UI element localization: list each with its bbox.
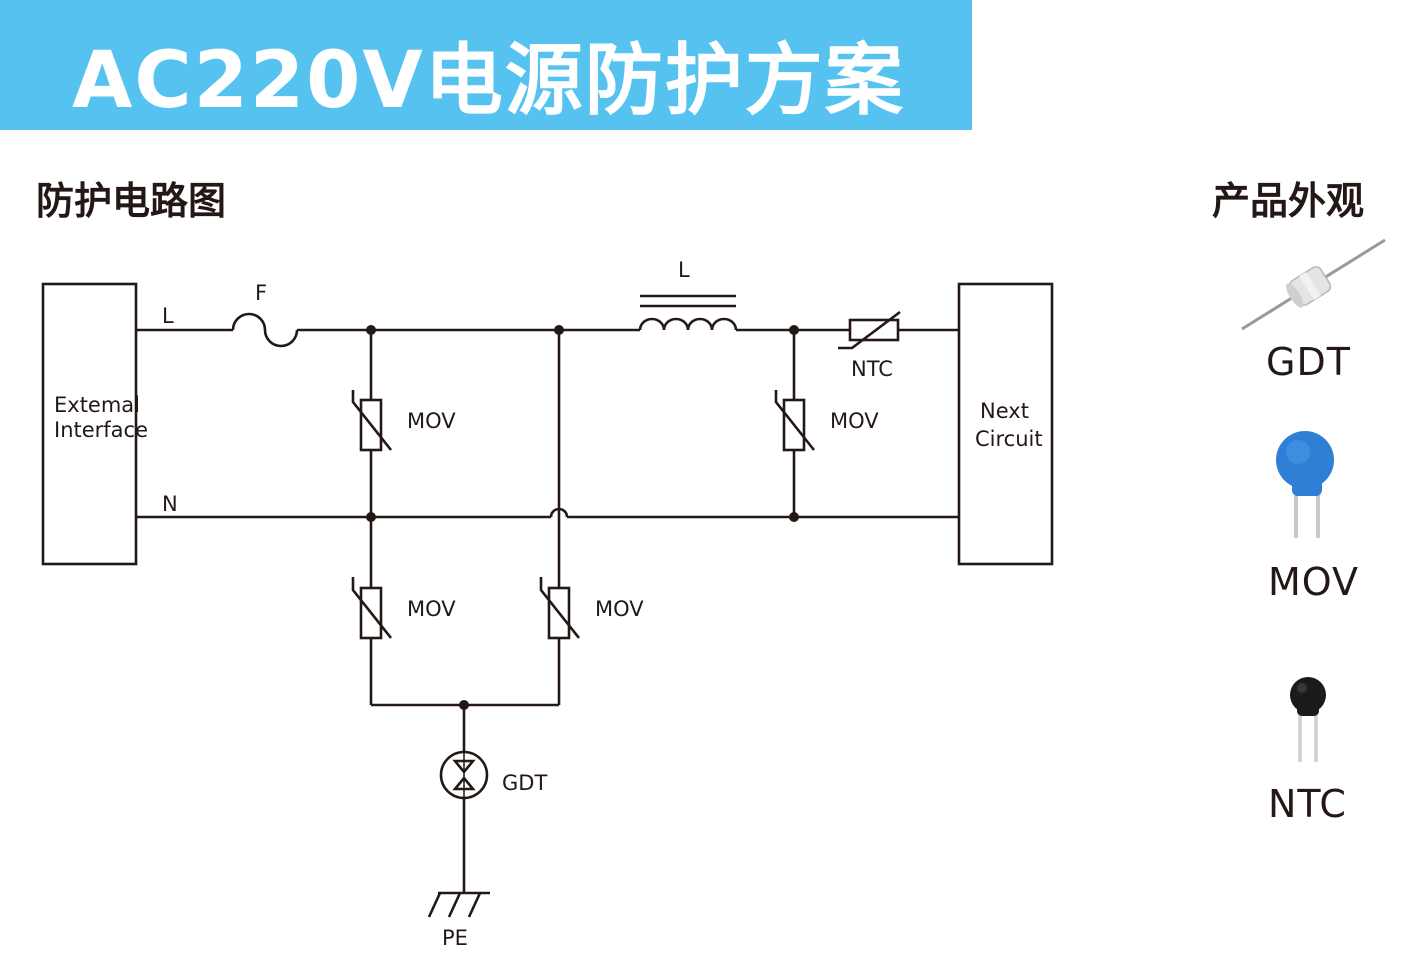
gdt-label: GDT xyxy=(502,771,547,795)
page-title: AC220V电源防护方案 xyxy=(72,36,905,126)
mov4-slash xyxy=(539,577,581,639)
next-circuit-label-1: Next xyxy=(980,399,1029,423)
mov3-label: MOV xyxy=(407,597,456,621)
ntc-component-icon xyxy=(1290,677,1326,762)
inductor-label: L xyxy=(678,258,690,282)
junction-dot xyxy=(789,325,799,335)
next-circuit-label-2: Circuit xyxy=(975,427,1043,451)
mov-component-icon xyxy=(1276,431,1334,538)
ground-hatch-2 xyxy=(447,892,462,918)
mov-product-label: MOV xyxy=(1268,560,1360,604)
gdt-component-icon xyxy=(1241,238,1386,331)
mov2-slash xyxy=(774,390,816,451)
external-interface-label-2: Interface xyxy=(54,418,148,442)
product-heading: 产品外观 xyxy=(1212,179,1365,223)
ntc-slash xyxy=(838,310,901,350)
mov3-slash xyxy=(351,577,393,639)
mov1-slash xyxy=(351,390,393,451)
ground-label: PE xyxy=(442,926,468,950)
circuit-heading: 防护电路图 xyxy=(36,179,227,223)
gdt-product-label: GDT xyxy=(1266,340,1351,384)
junction-dot xyxy=(459,700,469,710)
junction-dot xyxy=(366,512,376,522)
ntc-label: NTC xyxy=(851,357,893,381)
mov4-label: MOV xyxy=(595,597,644,621)
ground-hatch-1 xyxy=(427,892,442,918)
junction-dot xyxy=(366,325,376,335)
fuse-symbol xyxy=(231,312,299,348)
inductor-coil xyxy=(638,317,738,331)
external-interface-box xyxy=(41,282,138,566)
junction-dot xyxy=(554,325,564,335)
external-interface-label-1: Extemal xyxy=(54,393,140,417)
title-banner xyxy=(0,0,972,130)
mov2-label: MOV xyxy=(830,409,879,433)
mov1-label: MOV xyxy=(407,409,456,433)
next-circuit-box xyxy=(957,282,1054,566)
ground-hatch-3 xyxy=(467,892,482,918)
junction-dot xyxy=(789,512,799,522)
fuse-label: F xyxy=(255,281,267,305)
line-l-label: L xyxy=(162,304,174,328)
ntc-product-label: NTC xyxy=(1268,782,1347,826)
line-n-label: N xyxy=(162,492,178,516)
